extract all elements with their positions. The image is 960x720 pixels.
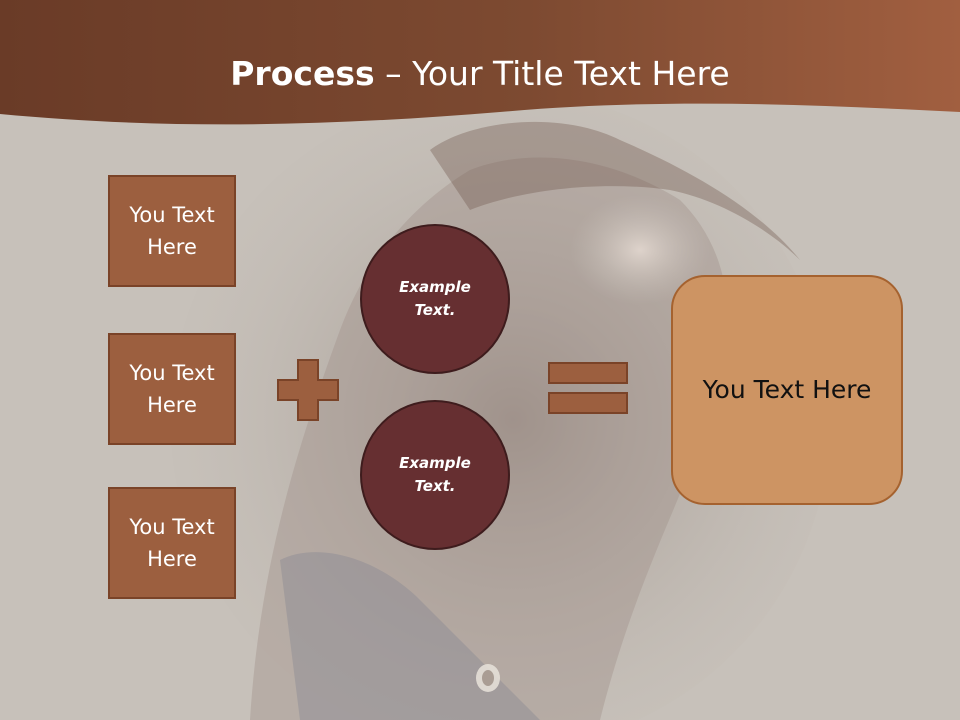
text-box-3[interactable]: You Text Here [108, 487, 236, 599]
circle-label: Example Text. [399, 454, 471, 495]
equals-icon [548, 362, 628, 414]
result-box[interactable]: You Text Here [671, 275, 903, 505]
text-box-label: You Text Here [129, 515, 215, 571]
result-label: You Text Here [702, 375, 872, 404]
title-rest: – Your Title Text Here [374, 54, 730, 93]
title-bold: Process [230, 54, 375, 93]
text-box-label: You Text Here [129, 203, 215, 259]
plus-icon [277, 359, 339, 421]
page-title: Process – Your Title Text Here [0, 52, 960, 96]
example-circle-2[interactable]: Example Text. [360, 400, 510, 550]
circle-label: Example Text. [399, 278, 471, 319]
example-circle-1[interactable]: Example Text. [360, 224, 510, 374]
text-box-1[interactable]: You Text Here [108, 175, 236, 287]
text-box-label: You Text Here [129, 361, 215, 417]
text-box-2[interactable]: You Text Here [108, 333, 236, 445]
